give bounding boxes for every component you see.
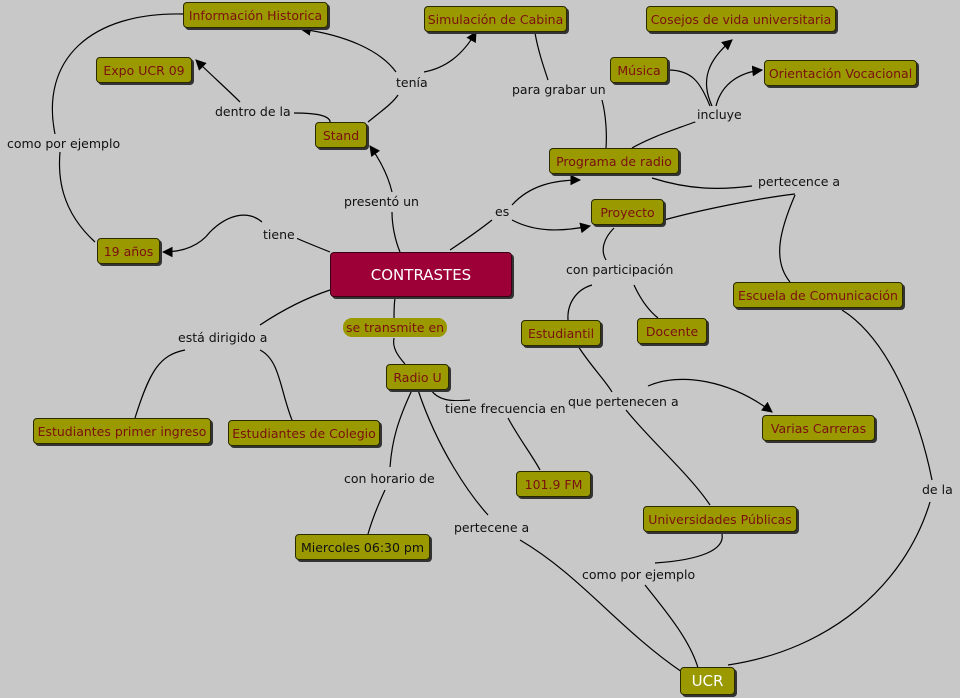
- node-informacion-historica[interactable]: Información Historica: [183, 2, 328, 28]
- node-contrastes[interactable]: CONTRASTES: [330, 252, 512, 297]
- link-incluye-orientacion: [715, 65, 764, 107]
- node-musica[interactable]: Música: [610, 57, 668, 83]
- link-radio-pertecene: [417, 389, 489, 516]
- label-como-por-ejemplo-2: como por ejemplo: [580, 567, 698, 582]
- label-dentro-de-la: dentro de la: [213, 104, 293, 119]
- link-ejemplo-historica: [51, 13, 184, 135]
- link-tenia-simulacion: [423, 31, 477, 73]
- label-con-horario-de: con horario de: [342, 471, 437, 486]
- node-estudiantes-primer-ingreso[interactable]: Estudiantes primer ingreso: [33, 418, 211, 444]
- node-ucr[interactable]: UCR: [680, 667, 735, 695]
- link-tiene-19anos: [161, 214, 263, 258]
- node-expo-ucr[interactable]: Expo UCR 09: [96, 57, 192, 83]
- link-contrastes-presento: [391, 211, 401, 253]
- link-contrastes-es: [449, 219, 493, 251]
- link-dirigido-colegio: [259, 349, 293, 421]
- node-varias-carreras[interactable]: Varias Carreras: [762, 415, 875, 441]
- link-proyecto-participacion: [602, 227, 615, 261]
- node-proyecto[interactable]: Proyecto: [591, 199, 664, 225]
- node-101-9-fm[interactable]: 101.9 FM: [516, 471, 591, 497]
- label-de-la: de la: [920, 482, 955, 497]
- link-proyecto-pertecence: [663, 193, 796, 221]
- node-docente[interactable]: Docente: [637, 318, 707, 344]
- node-orientacion-vocacional[interactable]: Orientación Vocacional: [764, 60, 917, 86]
- node-miercoles[interactable]: Miercoles 06:30 pm: [295, 534, 430, 560]
- link-tenia-historica: [299, 24, 397, 73]
- link-participacion-estudiantil: [567, 284, 593, 321]
- link-pertenecen-universidades: [625, 409, 711, 506]
- node-universidades-publicas[interactable]: Universidades Públicas: [643, 506, 797, 532]
- node-19-anos[interactable]: 19 años: [97, 238, 160, 264]
- link-presento-stand: [369, 145, 393, 193]
- link-pertenecen-varias: [647, 378, 773, 413]
- link-universidades-ejemplo: [654, 533, 723, 564]
- link-dela-ucr: [727, 501, 931, 666]
- link-dirigido-primer: [134, 349, 186, 419]
- label-para-grabar-un: para grabar un: [510, 82, 608, 97]
- node-consejos-vida[interactable]: Cosejos de vida universitaria: [646, 6, 836, 32]
- node-escuela-comunicacion[interactable]: Escuela de Comunicación: [733, 282, 903, 308]
- node-estudiantil[interactable]: Estudiantil: [521, 320, 601, 346]
- label-como-por-ejemplo-1: como por ejemplo: [5, 136, 123, 151]
- link-frecuencia-fm: [507, 417, 541, 471]
- label-esta-dirigido-a: está dirigido a: [176, 330, 270, 345]
- link-simulacion-grabar: [534, 32, 549, 81]
- label-pertecene-a: pertecene a: [452, 520, 532, 535]
- link-contrastes-tiene: [295, 237, 331, 253]
- link-pertecence-escuela: [779, 194, 796, 283]
- node-programa-radio[interactable]: Programa de radio: [549, 148, 679, 174]
- link-stand-tenia: [367, 94, 399, 123]
- link-radio-frecuencia: [430, 389, 471, 402]
- link-incluye-musica: [667, 69, 711, 107]
- link-programa-pertecence: [651, 177, 753, 189]
- link-estudiantil-pertenecen: [577, 345, 613, 393]
- link-horario-miercoles: [367, 489, 386, 535]
- label-que-pertenecen-a: que pertenecen a: [566, 394, 681, 409]
- link-contrastes-dirigido: [259, 289, 331, 326]
- link-incluye-consejos: [705, 39, 733, 107]
- label-incluye: incluye: [695, 107, 744, 122]
- node-radio-u[interactable]: Radio U: [386, 364, 449, 390]
- link-transmite-radio: [393, 337, 406, 365]
- node-stand[interactable]: Stand: [315, 122, 367, 148]
- link-es-proyecto: [511, 219, 592, 234]
- label-tiene-frecuencia-en: tiene frecuencia en: [443, 401, 568, 416]
- link-programa-incluye: [631, 119, 701, 149]
- label-con-participacion: con participación: [564, 262, 676, 277]
- label-tiene: tiene: [261, 227, 297, 242]
- node-estudiantes-colegio[interactable]: Estudiantes de Colegio: [228, 420, 380, 446]
- link-pertecene-ucr: [519, 539, 683, 673]
- node-se-transmite-en[interactable]: se transmite en: [343, 318, 447, 337]
- label-tenia: tenía: [394, 75, 430, 90]
- link-ejemplo-ucr: [644, 584, 699, 669]
- link-19anos-ejemplo: [58, 151, 96, 243]
- link-participacion-docente: [633, 284, 659, 319]
- label-presento-un: presentó un: [342, 194, 421, 209]
- link-escuela-dela: [841, 309, 933, 481]
- link-radio-horario: [389, 389, 413, 468]
- link-es-programa: [511, 174, 582, 206]
- label-pertecence-a: pertecence a: [756, 174, 843, 189]
- node-simulacion-cabina[interactable]: Simulación de Cabina: [424, 6, 567, 32]
- link-grabar-programa: [601, 99, 607, 149]
- link-contrastes-transmite: [393, 297, 396, 319]
- link-dentro-expo: [195, 59, 241, 103]
- label-es: es: [493, 204, 512, 219]
